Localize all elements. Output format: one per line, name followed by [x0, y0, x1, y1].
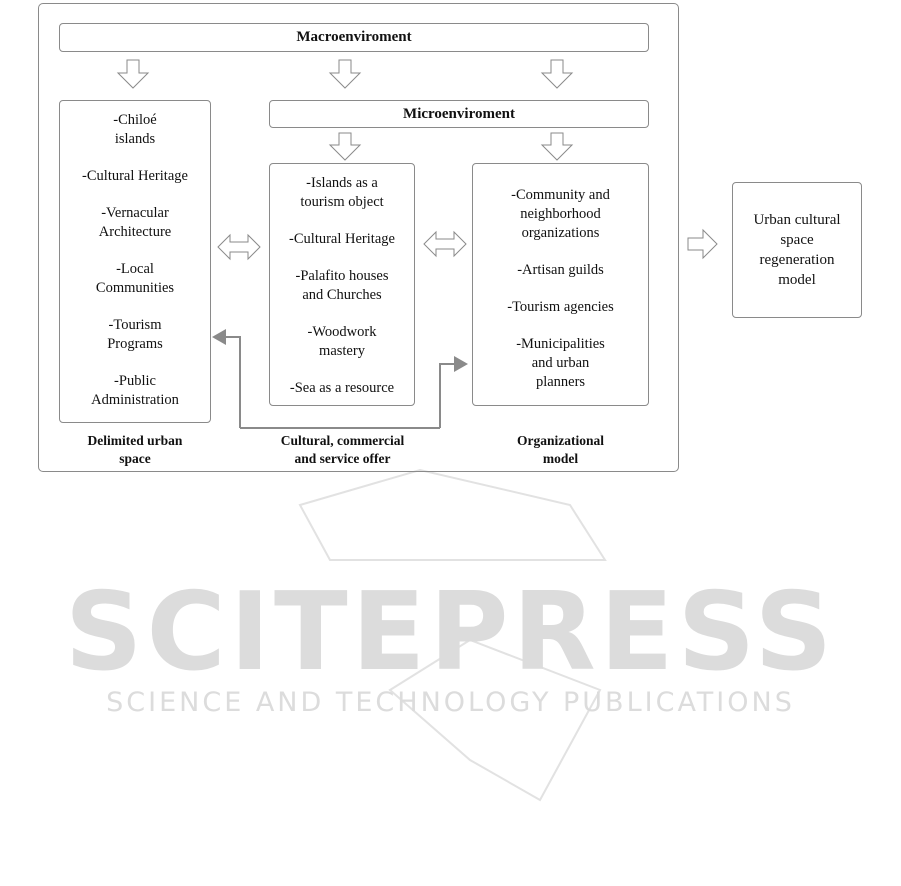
caption-delimited-urban-space: Delimited urban space — [87, 433, 183, 466]
list-item: -Community and neighborhood organization… — [511, 187, 610, 241]
double-arrow-icon — [217, 233, 261, 261]
urban-regeneration-model-label: Urban cultural space regeneration model — [753, 212, 841, 288]
list-item: -Municipalities and urban planners — [516, 336, 605, 390]
diagram-frame — [38, 3, 679, 472]
watermark-title: SCITEPRESS — [64, 570, 837, 695]
urban-regeneration-model-box: Urban cultural space regeneration model — [732, 182, 862, 318]
feedback-line-right — [439, 356, 468, 428]
list-item: -Cultural Heritage — [82, 168, 188, 184]
down-arrow-icon — [540, 59, 574, 89]
double-arrow-icon — [423, 230, 467, 258]
caption-organizational-model: Organizational model — [517, 433, 604, 466]
microenvironment-bar: Microenviroment — [269, 100, 649, 128]
organizational-model-box: -Community and neighborhood organization… — [472, 163, 649, 406]
feedback-line-left — [212, 329, 241, 428]
list-item: -Chiloé islands — [113, 112, 157, 147]
down-arrow-icon — [328, 59, 362, 89]
caption-cultural-offer: Cultural, commercial and service offer — [280, 433, 405, 466]
right-arrow-icon — [687, 228, 718, 260]
delimited-urban-space-box: -Chiloé islands -Cultural Heritage -Vern… — [59, 100, 211, 423]
list-item: -Woodwork mastery — [307, 324, 377, 359]
watermark-subtitle: SCIENCE AND TECHNOLOGY PUBLICATIONS — [106, 687, 795, 718]
list-item: -Local Communities — [95, 261, 175, 296]
cultural-offer-box: -Islands as a tourism object -Cultural H… — [269, 163, 415, 406]
list-item: -Cultural Heritage — [289, 231, 395, 247]
macroenvironment-label: Macroenviroment — [296, 29, 412, 45]
list-item: -Islands as a tourism object — [300, 175, 384, 210]
list-item: -Tourism Programs — [107, 317, 163, 352]
list-item: -Tourism agencies — [507, 299, 614, 315]
microenvironment-label: Microenviroment — [403, 105, 515, 122]
list-item: -Palafito houses and Churches — [295, 268, 389, 303]
macroenvironment-bar: Macroenviroment — [59, 23, 649, 52]
list-item: -Artisan guilds — [517, 262, 604, 278]
down-arrow-icon — [116, 59, 150, 89]
list-item: -Sea as a resource — [289, 380, 395, 396]
list-item: -Vernacular Architecture — [98, 205, 172, 240]
down-arrow-icon — [328, 132, 362, 161]
list-item: -Public Administration — [91, 373, 179, 408]
down-arrow-icon — [540, 132, 574, 161]
